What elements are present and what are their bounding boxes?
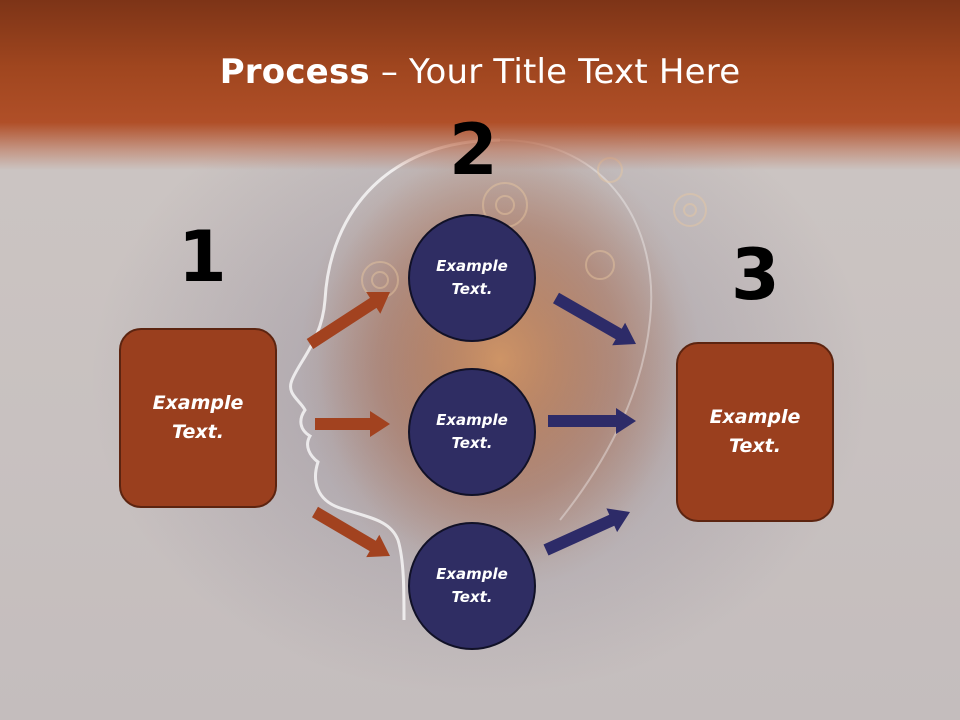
step-3-box: Example Text.: [676, 342, 834, 522]
step-3-label-line-2: Text.: [729, 435, 781, 457]
arrow-middle-to-right: [548, 408, 636, 434]
arrow-bottom-to-right: [543, 508, 630, 556]
circle-middle-label-line-2: Text.: [451, 434, 493, 452]
circle-top-label-line-2: Text.: [451, 280, 493, 298]
circle-middle-label-line-1: Example: [436, 411, 508, 429]
circle-bottom-label-line-1: Example: [436, 565, 508, 583]
arrow-left-to-bottom: [312, 506, 390, 558]
title-bold-part: Process: [219, 52, 370, 92]
step-2-circle-top: Example Text.: [408, 214, 536, 342]
title-rest-part: – Your Title Text Here: [369, 52, 741, 92]
circle-bottom-label-line-2: Text.: [451, 588, 493, 606]
step-2-circle-bottom: Example Text.: [408, 522, 536, 650]
step-2-circle-middle: Example Text.: [408, 368, 536, 496]
page-title: Process – Your Title Text Here: [0, 52, 960, 92]
step-1-label-line-2: Text.: [172, 421, 224, 443]
arrow-left-to-top: [306, 292, 390, 349]
step-1-label-line-1: Example: [152, 392, 244, 414]
step-number-1: 1: [178, 216, 227, 298]
step-1-box: Example Text.: [119, 328, 277, 508]
arrow-left-to-middle: [315, 411, 390, 437]
circle-top-label-line-1: Example: [436, 257, 508, 275]
title-band: [0, 0, 960, 170]
step-number-3: 3: [731, 234, 780, 316]
step-number-2: 2: [449, 109, 498, 191]
step-3-label-line-1: Example: [709, 406, 801, 428]
arrow-top-to-right: [553, 292, 636, 346]
